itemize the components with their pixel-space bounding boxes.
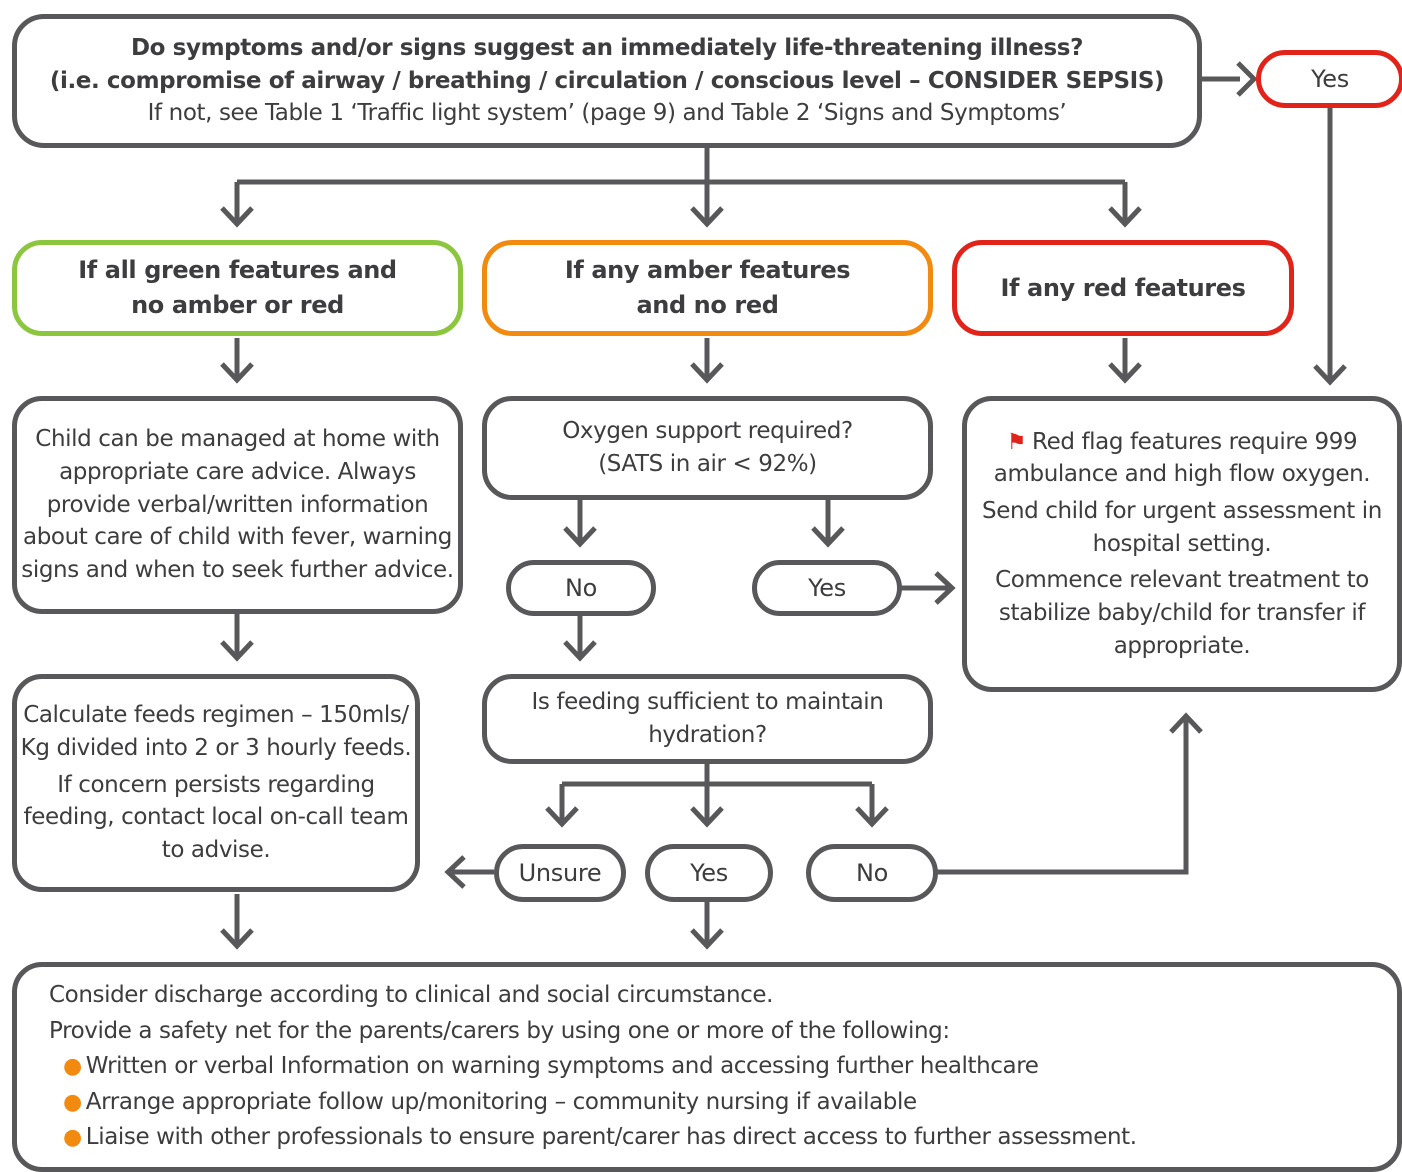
bullet-dot-icon: ● [63,1125,82,1151]
final-bullet-1: ●Written or verbal Information on warnin… [49,1049,1039,1085]
green-line-2: no amber or red [131,291,344,319]
oxygen-no-pill: No [506,560,656,616]
red-flag-box: ⚑Red flag features require 999 ambulance… [962,396,1402,692]
redflag-line-1: ⚑Red flag features require 999 [1007,426,1358,459]
home-line-2: appropriate care advice. Always [59,459,416,486]
amber-line-2: and no red [636,291,779,319]
redflag-line-1-text: Red flag features require 999 [1032,428,1358,455]
redflag-line-7: appropriate. [1113,632,1251,659]
question-line-2: (i.e. compromise of airway / breathing /… [49,67,1165,94]
question-line-3: If not, see Table 1 ‘Traffic light syste… [147,100,1067,127]
discharge-safety-net-box: Consider discharge according to clinical… [12,962,1402,1172]
feeds-regimen-box: Calculate feeds regimen – 150mls/ Kg div… [12,674,420,892]
green-line-1: If all green features and [78,256,397,285]
oxygen-question-box: Oxygen support required? (SATS in air < … [482,396,933,500]
feeding-line-1: Is feeding sufficient to maintain [531,689,884,716]
final-bullet-3: ●Liaise with other professionals to ensu… [49,1120,1137,1156]
amber-line-1: If any amber features [564,256,851,285]
feeding-line-2: hydration? [648,722,767,748]
final-line-1: Consider discharge according to clinical… [49,981,774,1008]
feeding-unsure-pill: Unsure [494,844,626,902]
redflag-line-4: hospital setting. [1092,530,1272,557]
green-features-box: If all green features and no amber or re… [12,240,463,336]
redflag-line-6: stabilize baby/child for transfer if [998,599,1366,626]
bullet-dot-icon: ● [63,1054,82,1080]
amber-features-box: If any amber features and no red [482,240,933,336]
red-flag-icon: ⚑ [1006,429,1027,455]
redflag-line-2: ambulance and high flow oxygen. [993,461,1371,488]
home-line-5: signs and when to seek further advice. [21,556,454,583]
home-line-3: provide verbal/written information [46,491,429,518]
feeding-question-box: Is feeding sufficient to maintain hydrat… [482,674,933,764]
question-line-1: Do symptoms and/or signs suggest an imme… [130,35,1084,62]
final-bullet-2: ●Arrange appropriate follow up/monitorin… [49,1085,917,1121]
feeds-line-1: Calculate feeds regimen – 150mls/ [23,702,409,729]
oxygen-no-label: No [564,574,598,602]
red-features-box: If any red features [952,240,1294,336]
redflag-line-3: Send child for urgent assessment in [982,498,1382,525]
oxygen-line-2: (SATS in air < 92%) [598,451,817,477]
connector-no-redflag [936,720,1189,875]
yes-top-pill: Yes [1256,50,1402,108]
home-line-1: Child can be managed at home with [35,426,440,453]
feeding-unsure-label: Unsure [518,859,602,887]
final-bullet-1-text: Written or verbal Information on warning… [85,1053,1039,1080]
redflag-line-5: Commence relevant treatment to [995,567,1369,594]
oxygen-yes-pill: Yes [752,560,902,616]
bullet-dot-icon: ● [63,1089,82,1115]
final-bullet-3-text: Liaise with other professionals to ensur… [85,1124,1137,1151]
home-line-4: about care of child with fever, warning [23,524,452,551]
yes-top-label: Yes [1311,65,1349,93]
feeding-yes-pill: Yes [645,844,773,902]
feeds-line-2: Kg divided into 2 or 3 hourly feeds. [20,735,412,762]
life-threatening-question-box: Do symptoms and/or signs suggest an imme… [12,14,1202,148]
feeds-line-4: feeding, contact local on-call team [23,804,409,831]
oxygen-line-1: Oxygen support required? [562,418,853,445]
oxygen-yes-label: Yes [808,574,846,602]
home-management-box: Child can be managed at home with approp… [12,396,463,614]
final-bullet-2-text: Arrange appropriate follow up/monitoring… [85,1088,917,1115]
feeds-line-5: to advise. [161,836,271,863]
final-line-2: Provide a safety net for the parents/car… [49,1017,950,1044]
feeding-yes-label: Yes [690,859,728,887]
feeding-no-pill: No [806,844,938,902]
feeds-line-3: If concern persists regarding [57,771,375,798]
red-line-1: If any red features [1000,273,1246,302]
feeding-no-label: No [855,859,889,887]
